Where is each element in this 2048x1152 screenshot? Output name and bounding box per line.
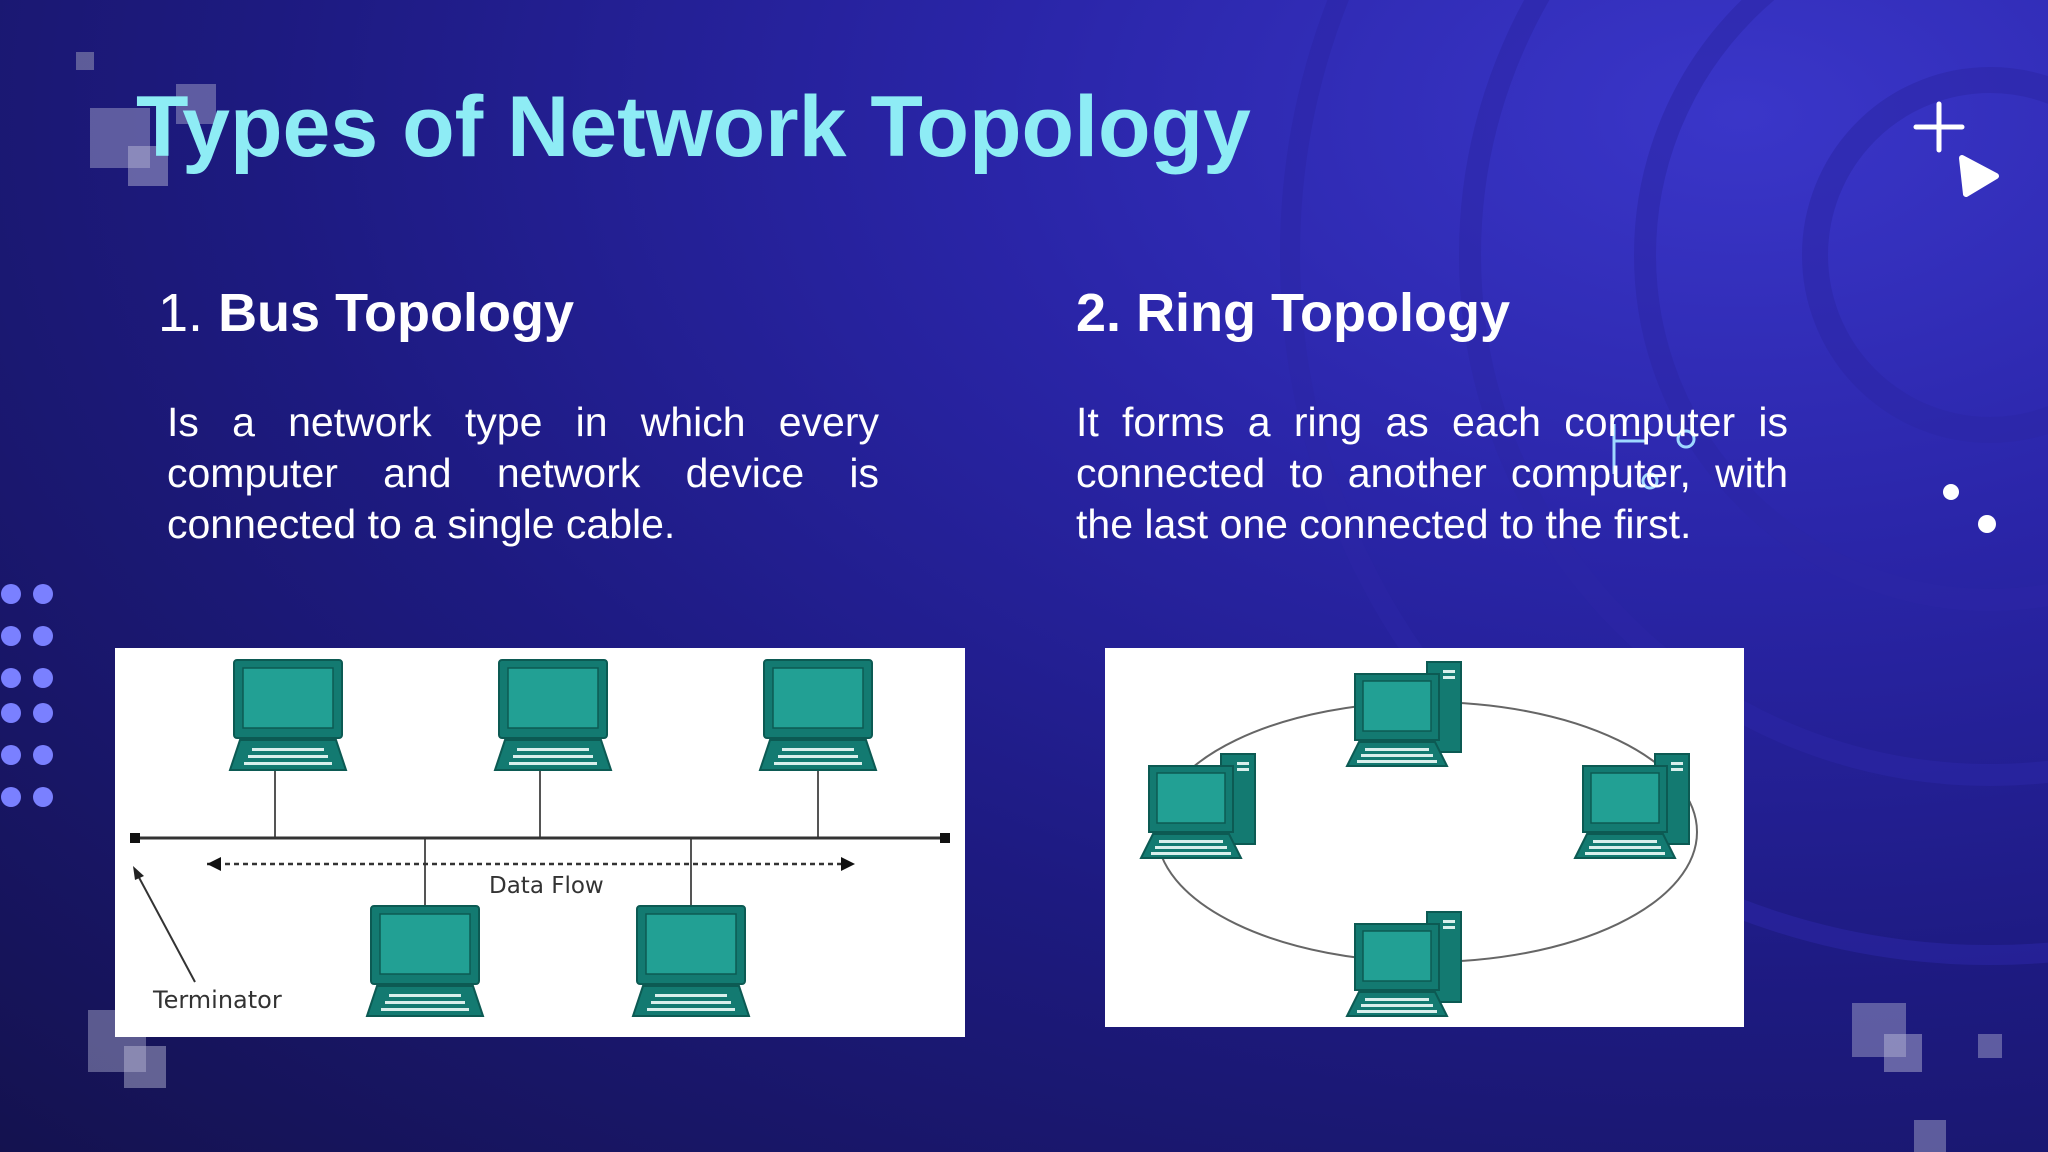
bus-topology-heading: 1. Bus Topology xyxy=(158,282,574,344)
section-name: Bus Topology xyxy=(218,283,575,343)
computer-icon xyxy=(366,905,484,1017)
computer-icon xyxy=(1140,753,1256,859)
computer-icon xyxy=(1346,911,1462,1017)
section-number: 2. xyxy=(1076,283,1122,343)
ring-topology-heading: 2. Ring Topology xyxy=(1076,282,1510,344)
play-icon xyxy=(1959,155,1999,197)
bus-topology-description: Is a network type in which every compute… xyxy=(167,399,879,547)
slide-title: Types of Network Topology xyxy=(136,79,1251,175)
computer-icon xyxy=(1574,753,1690,859)
computer-icon xyxy=(759,659,877,771)
decor-dot xyxy=(1943,484,1959,500)
computer-icon xyxy=(632,905,750,1017)
ring-topology-diagram xyxy=(1105,648,1744,1027)
terminator-left xyxy=(130,833,140,843)
computer-icon xyxy=(494,659,612,771)
ring-topology-description: It forms a ring as each computer is conn… xyxy=(1076,399,1788,547)
computer-icon xyxy=(229,659,347,771)
section-name: Ring Topology xyxy=(1136,283,1510,343)
terminator-label: Terminator xyxy=(152,986,282,1014)
section-number: 1. xyxy=(158,283,204,343)
data-flow-label: Data Flow xyxy=(489,873,604,899)
terminator-right xyxy=(940,833,950,843)
decor-squares-bottom-right xyxy=(1852,1003,2002,1152)
bus-topology-diagram: Data Flow Terminator xyxy=(115,648,965,1037)
decor-dot-grid xyxy=(1,584,53,807)
plus-icon xyxy=(1913,101,1965,153)
decor-dot xyxy=(1978,515,1996,533)
computer-icon xyxy=(1346,661,1462,767)
